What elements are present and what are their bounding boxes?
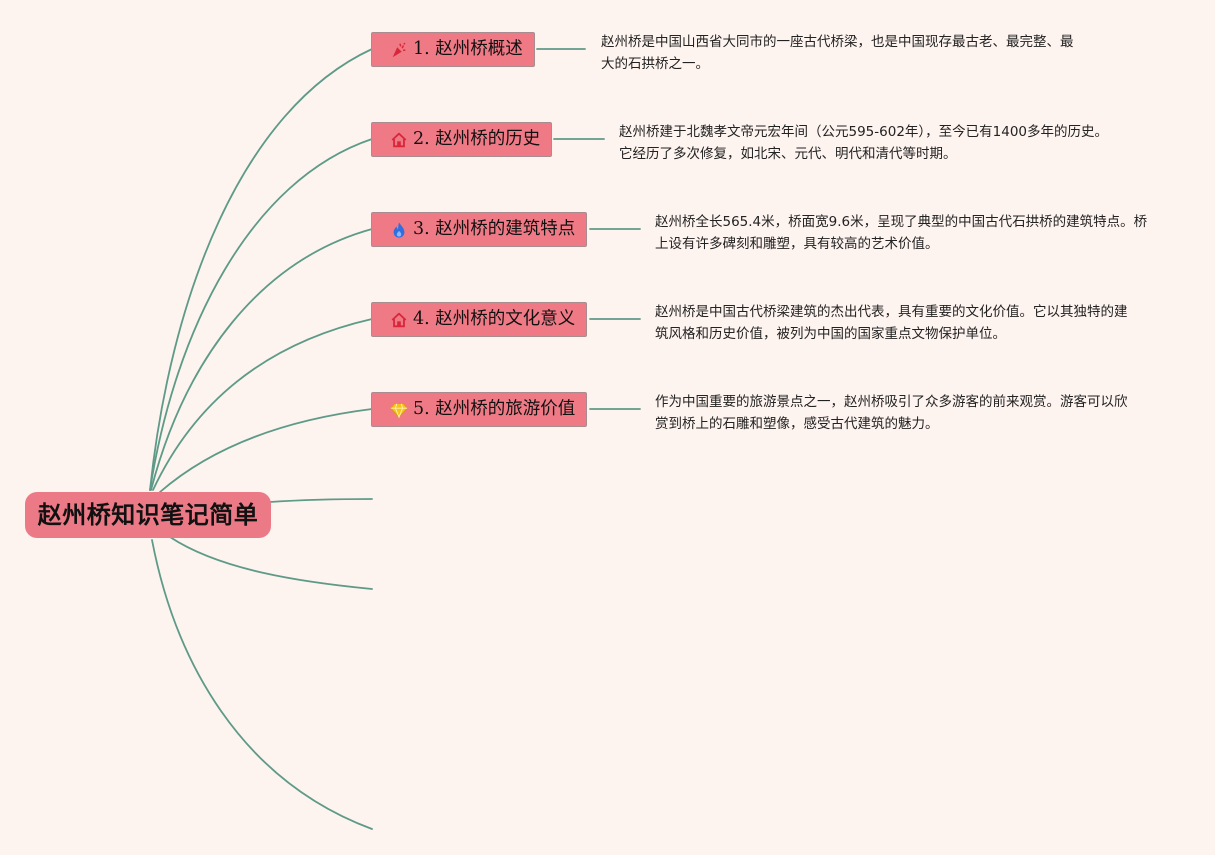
root-to-topic-1-connector bbox=[149, 48, 373, 491]
topic-5-description: 作为中国重要的旅游景点之一，赵州桥吸引了众多游客的前来观赏。游客可以欣 赏到桥上… bbox=[655, 391, 1128, 435]
topic-3-desc-line-2: 上设有许多碑刻和雕塑，具有较高的艺术价值。 bbox=[655, 236, 939, 252]
topic-5-desc-line-1: 作为中国重要的旅游景点之一，赵州桥吸引了众多游客的前来观赏。游客可以欣 bbox=[655, 394, 1128, 410]
root-to-empty-branch-6 bbox=[269, 498, 373, 503]
gem-icon bbox=[389, 400, 409, 420]
topic-1-desc-line-2: 大的石拱桥之一。 bbox=[601, 56, 709, 72]
topic-2-label: 2. 赵州桥的历史 bbox=[413, 129, 541, 149]
topic-2-desc-line-1: 赵州桥建于北魏孝文帝元宏年间（公元595-602年），至今已有1400多年的历史… bbox=[619, 124, 1109, 140]
topic-5-desc-line-2: 赏到桥上的石雕和塑像，感受古代建筑的魅力。 bbox=[655, 416, 939, 432]
root-to-topic-3-connector bbox=[150, 228, 373, 491]
topic-3-description: 赵州桥全长565.4米，桥面宽9.6米，呈现了典型的中国古代石拱桥的建筑特点。桥… bbox=[655, 211, 1147, 255]
topic-node-2[interactable]: 2. 赵州桥的历史 bbox=[371, 122, 553, 157]
root-to-empty-branch-7 bbox=[169, 536, 373, 590]
topic-4-description: 赵州桥是中国古代桥梁建筑的杰出代表，具有重要的文化价值。它以其独特的建 筑风格和… bbox=[655, 301, 1128, 345]
topic-2-description: 赵州桥建于北魏孝文帝元宏年间（公元595-602年），至今已有1400多年的历史… bbox=[619, 121, 1108, 165]
house-icon bbox=[389, 130, 409, 150]
root-to-topic-2-connector bbox=[149, 138, 373, 491]
topic-node-5[interactable]: 5. 赵州桥的旅游价值 bbox=[371, 392, 588, 427]
topic-1-desc-line-1: 赵州桥是中国山西省大同市的一座古代桥梁，也是中国现存最古老、最完整、最 bbox=[601, 34, 1074, 50]
root-node[interactable]: 赵州桥知识笔记简单 bbox=[25, 492, 271, 538]
topic-4-desc-line-1: 赵州桥是中国古代桥梁建筑的杰出代表，具有重要的文化价值。它以其独特的建 bbox=[655, 304, 1128, 320]
root-to-empty-branch-8 bbox=[151, 539, 373, 830]
topic-4-label: 4. 赵州桥的文化意义 bbox=[413, 309, 576, 329]
topic-node-3[interactable]: 3. 赵州桥的建筑特点 bbox=[371, 212, 588, 247]
root-to-topic-4-connector bbox=[152, 318, 373, 491]
topic-5-label: 5. 赵州桥的旅游价值 bbox=[413, 399, 576, 419]
topic-2-desc-line-2: 它经历了多次修复，如北宋、元代、明代和清代等时期。 bbox=[619, 146, 957, 162]
root-to-topic-5-connector bbox=[159, 408, 373, 493]
house-icon bbox=[389, 310, 409, 330]
topic-3-label: 3. 赵州桥的建筑特点 bbox=[413, 219, 576, 239]
party-popper-icon bbox=[389, 40, 409, 60]
topic-node-1[interactable]: 1. 赵州桥概述 bbox=[371, 32, 535, 67]
flame-icon bbox=[389, 220, 409, 240]
topic-node-4[interactable]: 4. 赵州桥的文化意义 bbox=[371, 302, 588, 337]
topic-3-desc-line-1: 赵州桥全长565.4米，桥面宽9.6米，呈现了典型的中国古代石拱桥的建筑特点。桥 bbox=[655, 214, 1148, 230]
topic-1-label: 1. 赵州桥概述 bbox=[413, 39, 523, 59]
topic-1-description: 赵州桥是中国山西省大同市的一座古代桥梁，也是中国现存最古老、最完整、最 大的石拱… bbox=[601, 31, 1074, 75]
topic-4-desc-line-2: 筑风格和历史价值，被列为中国的国家重点文物保护单位。 bbox=[655, 326, 1006, 342]
